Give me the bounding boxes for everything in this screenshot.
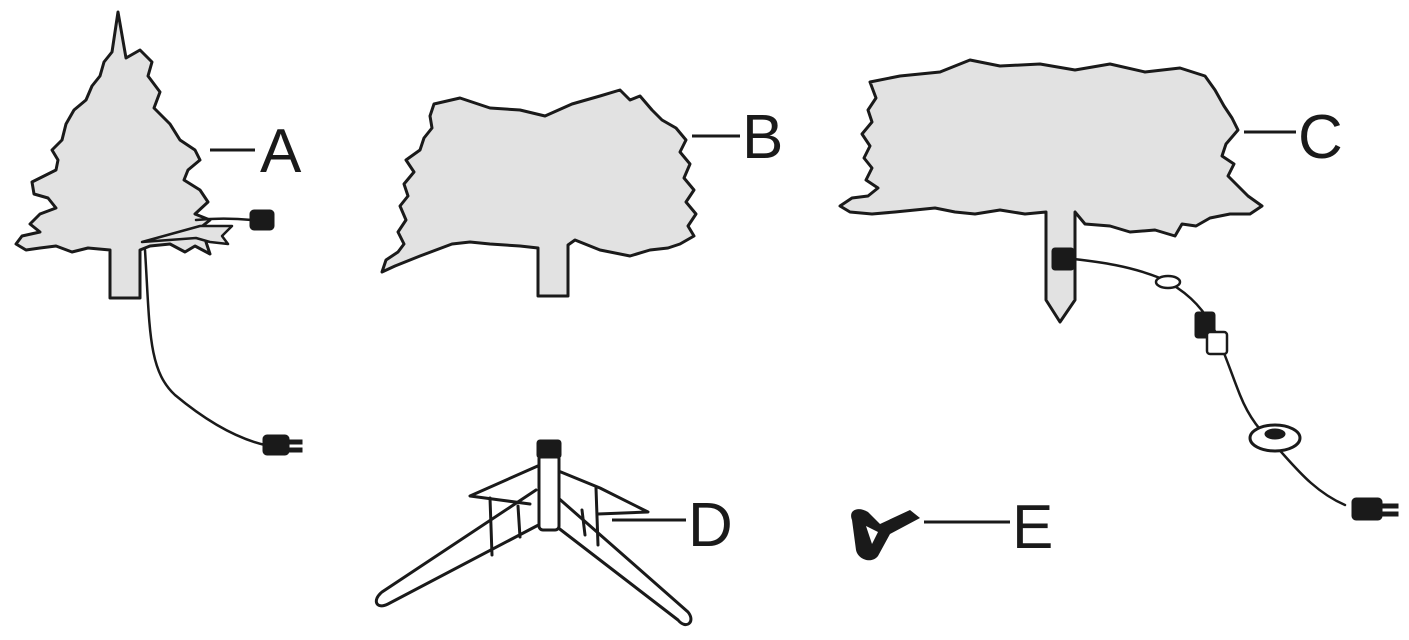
plug-icon xyxy=(249,209,275,231)
part-b-middle-section: B xyxy=(380,88,783,298)
part-b-label: B xyxy=(742,103,783,172)
plug-icon xyxy=(1351,497,1383,521)
part-a-top-section: A xyxy=(14,10,303,456)
part-e-key: E xyxy=(851,493,1053,562)
plug-icon xyxy=(262,434,290,456)
part-e-label: E xyxy=(1012,493,1053,562)
part-d-stand: D xyxy=(374,439,733,626)
part-d-label: D xyxy=(688,491,733,560)
part-c-label: C xyxy=(1298,103,1343,172)
key-icon xyxy=(851,509,920,561)
socket-icon xyxy=(1051,247,1075,271)
part-a-label: A xyxy=(260,117,302,186)
connector-icon xyxy=(1194,311,1229,356)
part-c-bottom-section: C xyxy=(838,58,1399,521)
